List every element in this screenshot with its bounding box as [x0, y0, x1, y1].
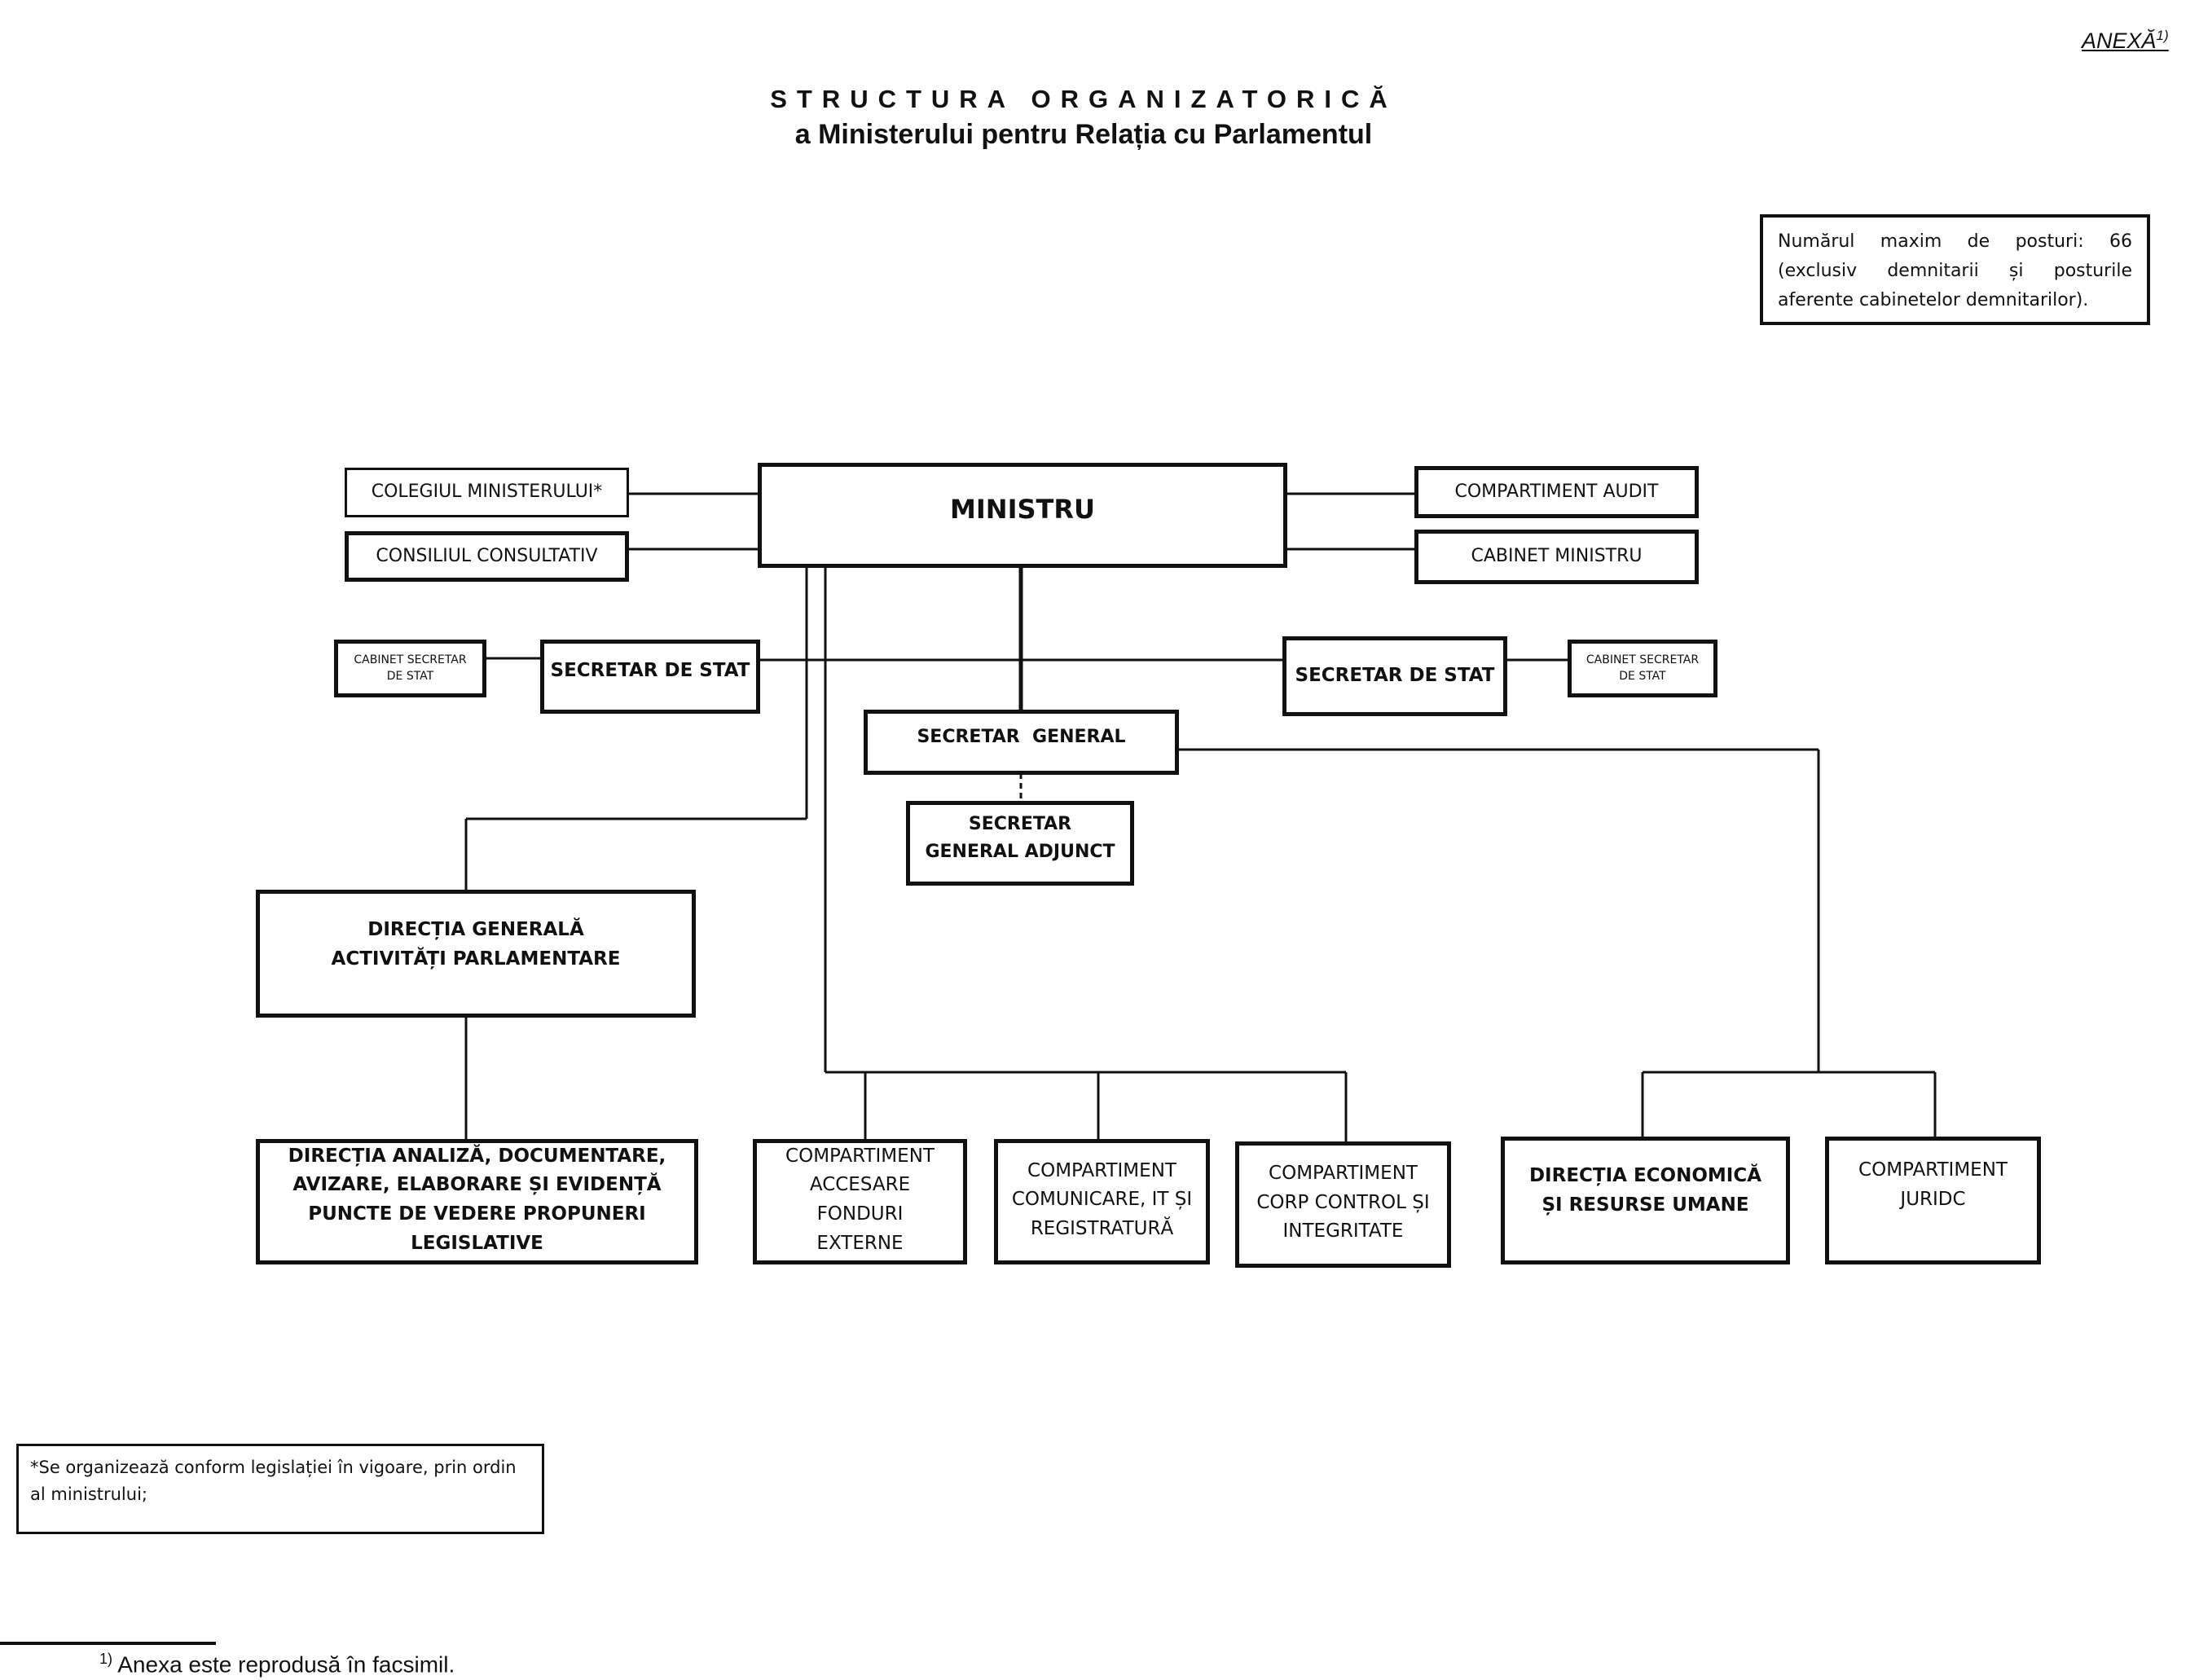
box-directia-generala-activitati-parlamentare: DIRECȚIA GENERALĂ ACTIVITĂȚI PARLAMENTAR… [256, 890, 696, 1018]
box-ss-right-label: SECRETAR DE STAT [1295, 665, 1495, 687]
box-compartiment-comunicare: COMPARTIMENT COMUNICARE, IT ȘI REGISTRAT… [994, 1139, 1210, 1264]
box-comp-fonduri-label: COMPARTIMENT ACCESARE FONDURI EXTERNE [785, 1145, 935, 1254]
box-compartiment-audit: COMPARTIMENT AUDIT [1414, 466, 1699, 518]
posts-note-box: Numărul maxim de posturi: 66 (exclusiv d… [1760, 214, 2150, 325]
annex-label: ANEXĂ1) [2082, 28, 2169, 54]
title-line-1: STRUCTURA ORGANIZATORICĂ [770, 85, 1397, 113]
box-ss-left-label: SECRETAR DE STAT [550, 659, 750, 681]
box-comp-comunicare-label: COMPARTIMENT COMUNICARE, IT ȘI REGISTRAT… [1011, 1159, 1193, 1239]
box-consiliul-label: CONSILIUL CONSULTATIV [376, 545, 598, 566]
box-secretar-general-adjunct: SECRETAR GENERAL ADJUNCT [906, 801, 1134, 886]
box-comp-juridic-label: COMPARTIMENT JURIDC [1858, 1159, 2008, 1210]
page-title: STRUCTURA ORGANIZATORICĂ a Ministerului … [0, 85, 2167, 151]
box-cabinet-ss-right-label: CABINET SECRETAR DE STAT [1585, 653, 1700, 683]
box-colegiul-ministerului: COLEGIUL MINISTERULUI* [345, 468, 629, 517]
page-footnote-mark: 1) [99, 1651, 113, 1667]
footnote-box-text: *Se organizează conform legislației în v… [30, 1458, 517, 1504]
box-cabinet-secretar-stat-left: CABINET SECRETAR DE STAT [334, 640, 486, 697]
box-audit-label: COMPARTIMENT AUDIT [1454, 481, 1659, 502]
box-secretar-de-stat-left: SECRETAR DE STAT [540, 640, 760, 714]
box-cabinet-ministru: CABINET MINISTRU [1414, 530, 1699, 584]
box-ministru: MINISTRU [758, 463, 1287, 568]
page-footnote: 1) Anexa este reprodusă în facsimil. [99, 1651, 455, 1678]
box-ministru-label: MINISTRU [950, 493, 1095, 525]
posts-note-text: Numărul maxim de posturi: 66 (exclusiv d… [1778, 231, 2132, 310]
box-secretar-de-stat-right: SECRETAR DE STAT [1282, 636, 1507, 716]
box-dir-economica-label: DIRECȚIA ECONOMICĂ ȘI RESURSE UMANE [1528, 1164, 1762, 1216]
box-cabinet-secretar-stat-right: CABINET SECRETAR DE STAT [1568, 640, 1717, 697]
box-dir-analiza-label: DIRECȚIA ANALIZĂ, DOCUMENTARE, AVIZARE, … [288, 1145, 666, 1254]
box-sga-label: SECRETAR GENERAL ADJUNCT [925, 813, 1115, 862]
box-compartiment-accesare-fonduri: COMPARTIMENT ACCESARE FONDURI EXTERNE [753, 1139, 967, 1264]
box-compartiment-corp-control: COMPARTIMENT CORP CONTROL ȘI INTEGRITATE [1235, 1141, 1451, 1268]
box-colegiul-label: COLEGIUL MINISTERULUI* [371, 482, 603, 503]
annex-label-text: ANEXĂ [2082, 29, 2157, 53]
box-directia-analiza: DIRECȚIA ANALIZĂ, DOCUMENTARE, AVIZARE, … [256, 1139, 698, 1264]
box-comp-control-label: COMPARTIMENT CORP CONTROL ȘI INTEGRITATE [1256, 1163, 1430, 1242]
box-sg-label: SECRETAR GENERAL [917, 726, 1126, 747]
box-cabinet-ss-left-label: CABINET SECRETAR DE STAT [354, 653, 467, 683]
box-consiliul-consultativ: CONSILIUL CONSULTATIV [345, 531, 629, 582]
box-secretar-general: SECRETAR GENERAL [864, 710, 1179, 775]
footnote-box: *Se organizează conform legislației în v… [16, 1444, 544, 1534]
title-line-2: a Ministerului pentru Relația cu Parlame… [794, 119, 1373, 150]
box-compartiment-juridic: COMPARTIMENT JURIDC [1825, 1137, 2041, 1264]
page-footnote-text: Anexa este reprodusă în facsimil. [117, 1651, 455, 1678]
annex-note-mark: 1) [2156, 28, 2169, 43]
box-cabinet-ministru-label: CABINET MINISTRU [1471, 546, 1643, 567]
box-dgap-label: DIRECȚIA GENERALĂ ACTIVITĂȚI PARLAMENTAR… [331, 918, 621, 970]
box-directia-economica: DIRECȚIA ECONOMICĂ ȘI RESURSE UMANE [1501, 1137, 1790, 1264]
